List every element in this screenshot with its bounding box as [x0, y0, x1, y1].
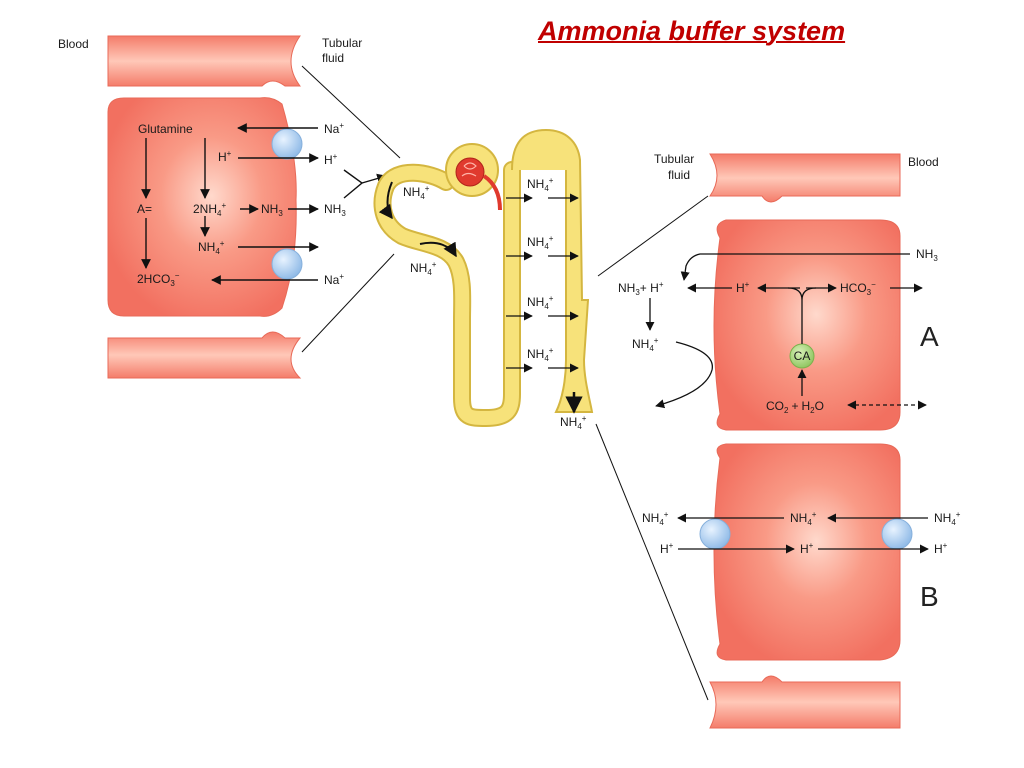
- panel-b: NH4+ NH4+ NH4+ H+ H+ H+ B: [642, 443, 961, 729]
- right-zoom-line-top: [597, 195, 709, 277]
- panel-b-bottom-slab: [709, 675, 901, 729]
- left-transporter-bottom-icon: [271, 248, 303, 280]
- nephron-nh4-label-3: NH4+: [527, 176, 554, 193]
- left-zoom-line-top: [301, 65, 401, 159]
- nephron-nh4-urine-label: NH4+: [560, 414, 587, 431]
- panel-b-basolateral-transporter-icon: [881, 518, 913, 550]
- nephron-nh4-label-4: NH4+: [527, 234, 554, 251]
- left-top-slab: [107, 35, 301, 87]
- left-na-top-label: Na+: [324, 121, 344, 136]
- panel-b-arrows: [677, 513, 929, 554]
- panel-a-cell-h-label: H+: [736, 280, 750, 295]
- panel-a-arrows: [645, 253, 927, 410]
- panel-a: Tubular fluid Blood NH3 NH3+ H+ H+ HCO3−…: [618, 152, 939, 431]
- left-cell-nh3-label: NH3: [261, 202, 283, 218]
- left-fluid-label: fluid: [322, 51, 344, 65]
- two-nh4-label: 2NH4+: [193, 201, 226, 218]
- panel-a-tubular-label: Tubular: [654, 152, 694, 166]
- carbonic-anhydrase-label: CA: [794, 349, 811, 363]
- panel-b-blood-nh4-label: NH4+: [934, 510, 961, 527]
- panel-b-lumen-nh4-label: NH4+: [642, 510, 669, 527]
- left-transporter-top-icon: [271, 128, 303, 160]
- panel-a-fluid-label: fluid: [668, 168, 690, 182]
- panel-b-cell-nh4-label: NH4+: [790, 510, 817, 527]
- left-lumen-nh3-label: NH3: [324, 202, 346, 218]
- a-minus-label: A=: [137, 202, 152, 216]
- nh3-diffusion-arrow-a: [680, 253, 910, 281]
- nephron-nh4-label-6: NH4+: [527, 346, 554, 363]
- left-lumen-h-label: H+: [324, 152, 338, 167]
- panel-a-lumen-nh4-label: NH4+: [632, 336, 659, 353]
- panel-b-luminal-transporter-icon: [699, 518, 731, 550]
- right-zoom-line-bottom: [595, 423, 709, 701]
- panel-a-blood-nh3-label: NH3: [916, 247, 938, 263]
- glomerulus-icon: [455, 157, 485, 187]
- panel-a-top-slab: [709, 153, 901, 203]
- panel-a-cell: [713, 219, 901, 431]
- left-tubular-label: Tubular: [322, 36, 362, 50]
- left-zoom-line-bottom: [301, 253, 395, 353]
- glutamine-label: Glutamine: [138, 122, 193, 136]
- panel-b-lumen-h-label: H+: [660, 541, 674, 556]
- co2-h2o-label: CO2+H2O: [766, 399, 824, 415]
- panel-a-blood-label: Blood: [908, 155, 939, 169]
- page-title: Ammonia buffer system: [538, 16, 846, 46]
- nephron-nh4-label-2: NH4+: [410, 260, 437, 277]
- left-cell-h-label: H+: [218, 149, 232, 164]
- left-blood-label: Blood: [58, 37, 89, 51]
- nephron-nh4-label-5: NH4+: [527, 294, 554, 311]
- left-arrows: [141, 123, 387, 285]
- panel-b-cell-h-label: H+: [800, 541, 814, 556]
- panel-b-letter: B: [920, 581, 939, 612]
- panel-a-hco3-label: HCO3−: [840, 280, 876, 297]
- left-panel: Blood Tubular fluid Glutamine H+ A= 2NH4…: [58, 35, 401, 379]
- proximal-tubule: [373, 161, 521, 427]
- panel-b-cell: [713, 443, 901, 661]
- flow-arrow-1: [378, 181, 393, 220]
- collecting-duct-arrows: [506, 193, 579, 373]
- nephron-nh4-label-1: NH4+: [403, 184, 430, 201]
- left-cell: [107, 97, 297, 317]
- panel-a-letter: A: [920, 321, 939, 352]
- panel-a-lumen-nh3-h-label: NH3+ H+: [618, 280, 664, 297]
- converge-bracket: [343, 169, 364, 199]
- collecting-duct: [511, 128, 594, 413]
- flow-arrow-2: [419, 241, 457, 258]
- nephron: NH4+ NH4+ NH4+ NH4+ NH4+ NH4+ NH4+: [373, 128, 709, 701]
- left-na-bottom-label: Na+: [324, 272, 344, 287]
- panel-b-blood-h-label: H+: [934, 541, 948, 556]
- two-hco3-label: 2HCO3−: [137, 271, 180, 288]
- efferent-arteriole: [482, 174, 502, 211]
- nh4-excretion-arrow: [655, 341, 713, 409]
- ca-branch-lines: [787, 287, 817, 344]
- left-cell-nh4-label: NH4+: [198, 239, 225, 256]
- left-bottom-slab: [107, 331, 302, 379]
